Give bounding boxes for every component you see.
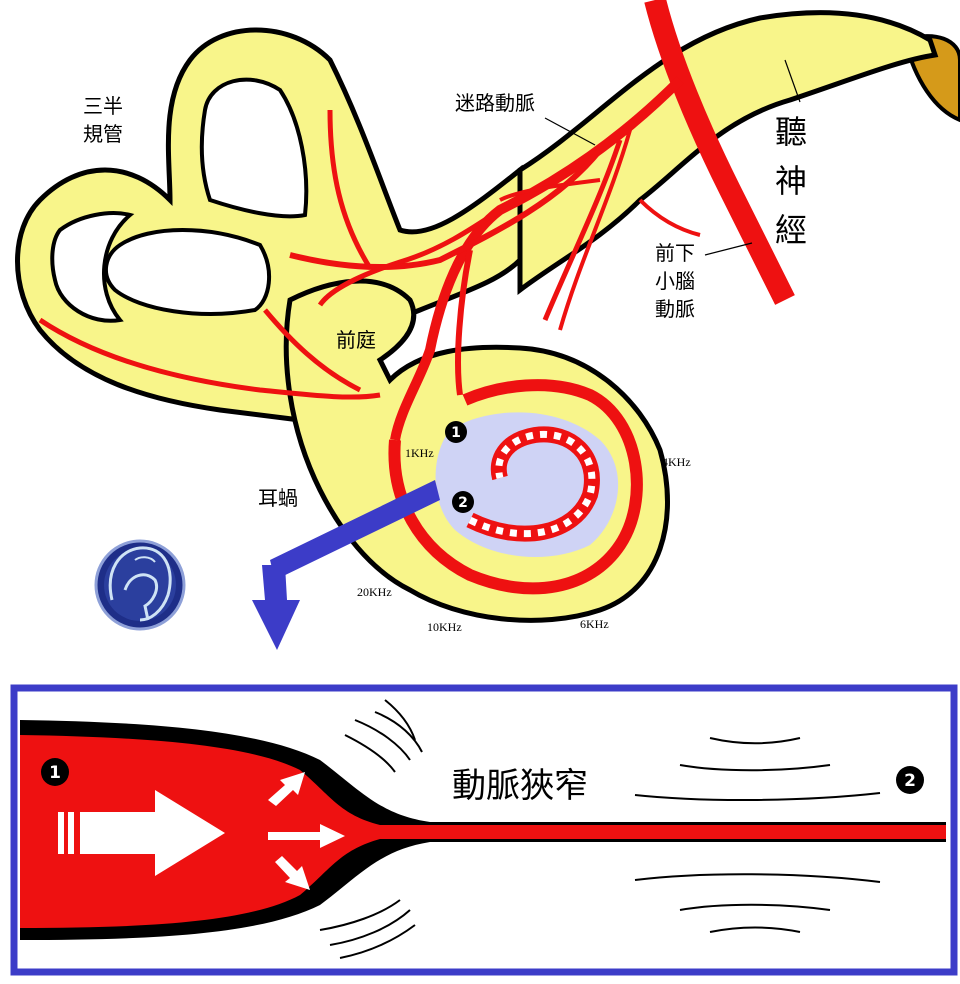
canal-hole-superior: [199, 77, 309, 219]
marker-1: 1: [445, 421, 467, 443]
semicircular-canals-shape: [15, 27, 523, 423]
label-semicircular-line2: 規管: [83, 122, 123, 146]
labyrinthine-branch-8: [499, 178, 601, 202]
canal-hole-lateral: [104, 228, 272, 316]
aica-artery: [644, 0, 795, 305]
freq-6khz: 6KHz: [580, 617, 609, 631]
labyrinthine-branch-4: [38, 317, 381, 400]
label-aica-line1: 前下: [655, 241, 695, 265]
vessel-lumen: [20, 735, 946, 928]
cochlear-inner-spiral-dashes: [468, 430, 596, 538]
labyrinthine-branch-10: [455, 249, 473, 396]
labyrinthine-branch-9: [638, 198, 701, 237]
canal-hole-posterior: [50, 211, 135, 323]
freq-20khz: 20KHz: [357, 585, 392, 599]
head-ear-logo-icon: [94, 539, 186, 631]
label-cochlea: 耳蝸: [258, 486, 298, 510]
labyrinthine-branch-3: [327, 109, 373, 270]
label-stenosis: 動脈狹窄: [452, 766, 588, 806]
stenosis-panel: 1 2 動脈狹窄: [10, 684, 958, 976]
svg-text:1: 1: [451, 425, 461, 441]
panel-marker-2: 2: [896, 766, 924, 794]
turbulence-lines: [319, 699, 881, 959]
labyrinthine-branch-2: [317, 207, 502, 307]
aica-leader-line: [704, 242, 753, 256]
flow-arrow-icon: [58, 790, 225, 876]
label-aica-line3: 動脈: [655, 297, 695, 321]
labyrinthine-branch-7: [558, 129, 632, 331]
auditory-nerve-shape: [517, 10, 939, 295]
freq-4khz: 4KHz: [662, 455, 691, 469]
labyrinthine-branch-6: [542, 139, 623, 321]
marker-2: 2: [452, 491, 474, 513]
nerve-leader-line: [784, 59, 801, 103]
svg-text:1: 1: [49, 763, 61, 783]
label-vestibule: 前庭: [336, 328, 376, 352]
labyrinthine-branch-5: [263, 308, 362, 393]
inner-ear-anatomy: 1 2 三半 規管 迷路動脈 聽 神 經 前下 小腦 動脈 前庭 耳蝸: [15, 0, 960, 650]
freq-10khz: 10KHz: [427, 620, 462, 634]
panel-marker-1: 1: [41, 758, 69, 786]
labyrinthine-leader-line: [544, 117, 596, 146]
label-labyrinthine-artery: 迷路動脈: [455, 91, 535, 115]
label-aica-line2: 小腦: [655, 269, 695, 293]
freq-1khz: 1KHz: [405, 446, 434, 460]
label-nerve-2: 神: [775, 162, 807, 200]
callout-arrow-icon: [252, 480, 440, 650]
labyrinthine-branch-1: [289, 148, 603, 270]
svg-text:2: 2: [904, 771, 916, 791]
svg-text:2: 2: [458, 495, 468, 511]
deflect-arrows-icon: [268, 772, 345, 890]
cochlear-spiral-artery: [388, 379, 643, 595]
label-semicircular-line1: 三半: [83, 94, 123, 118]
label-nerve-3: 經: [775, 211, 807, 249]
label-nerve-1: 聽: [775, 113, 807, 151]
